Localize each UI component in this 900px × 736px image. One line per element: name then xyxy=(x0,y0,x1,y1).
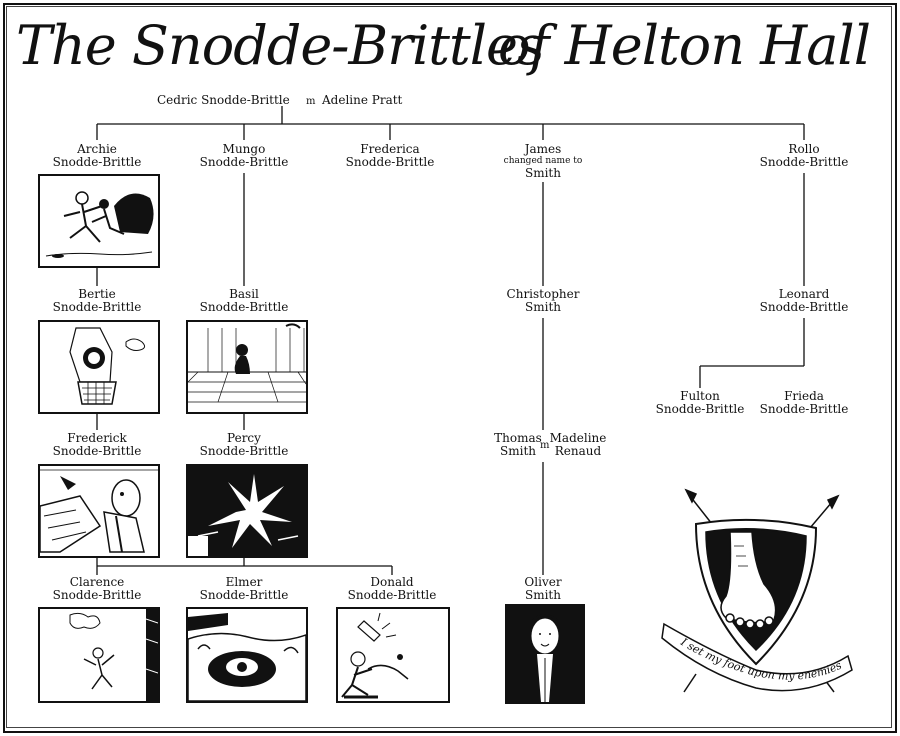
title-right: of Helton Hall xyxy=(498,14,871,77)
bertie-illustration xyxy=(38,320,160,414)
adeline-name: Adeline Pratt xyxy=(322,93,403,107)
percy-illustration xyxy=(186,464,308,558)
thomas-marriage-mark: m xyxy=(540,440,550,451)
basil-illustration xyxy=(186,320,308,414)
frederick-illustration xyxy=(38,464,160,558)
oliver-illustration xyxy=(505,604,585,704)
title-left: The Snodde-Brittles xyxy=(16,14,545,77)
cedric-name: Cedric Snodde-Brittle xyxy=(157,93,290,107)
clarence-illustration xyxy=(38,607,160,703)
archie-illustration xyxy=(38,174,160,268)
family-crest: I set my foot upon my enemies xyxy=(656,484,856,704)
donald-illustration xyxy=(336,607,450,703)
elmer-illustration xyxy=(186,607,308,703)
root-marriage-mark: m xyxy=(306,96,316,107)
